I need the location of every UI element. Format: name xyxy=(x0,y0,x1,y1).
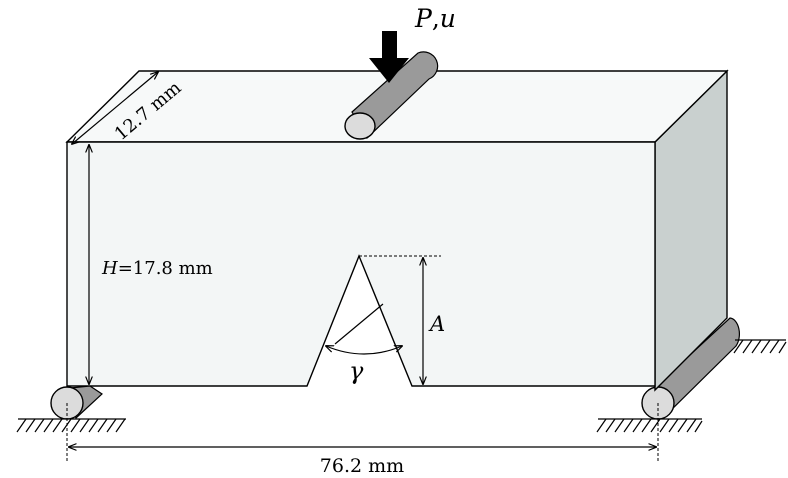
notch-angle-guide xyxy=(334,303,384,345)
load-label: P,u xyxy=(414,4,456,33)
load-arrow xyxy=(369,31,409,83)
load-roller xyxy=(344,51,439,140)
depth-dimension-line xyxy=(72,72,158,144)
notch-depth-label: A xyxy=(428,312,445,336)
notch-angle-label: γ xyxy=(349,357,364,385)
span-label: 76.2 mm xyxy=(320,455,404,477)
notch-angle-arc xyxy=(326,346,402,355)
back-ground-hatch xyxy=(733,339,787,354)
load-separator: , xyxy=(432,4,440,33)
left-support-roller xyxy=(50,385,103,420)
load-symbol-u: u xyxy=(440,4,456,33)
height-label: H=17.8 mm xyxy=(101,258,213,279)
right-ground-hatch xyxy=(596,418,703,433)
beam-front-face xyxy=(66,141,656,387)
left-ground-hatch xyxy=(16,418,126,433)
height-symbol: H xyxy=(101,258,118,279)
height-value: =17.8 mm xyxy=(118,258,213,279)
load-symbol-P: P xyxy=(414,4,433,33)
